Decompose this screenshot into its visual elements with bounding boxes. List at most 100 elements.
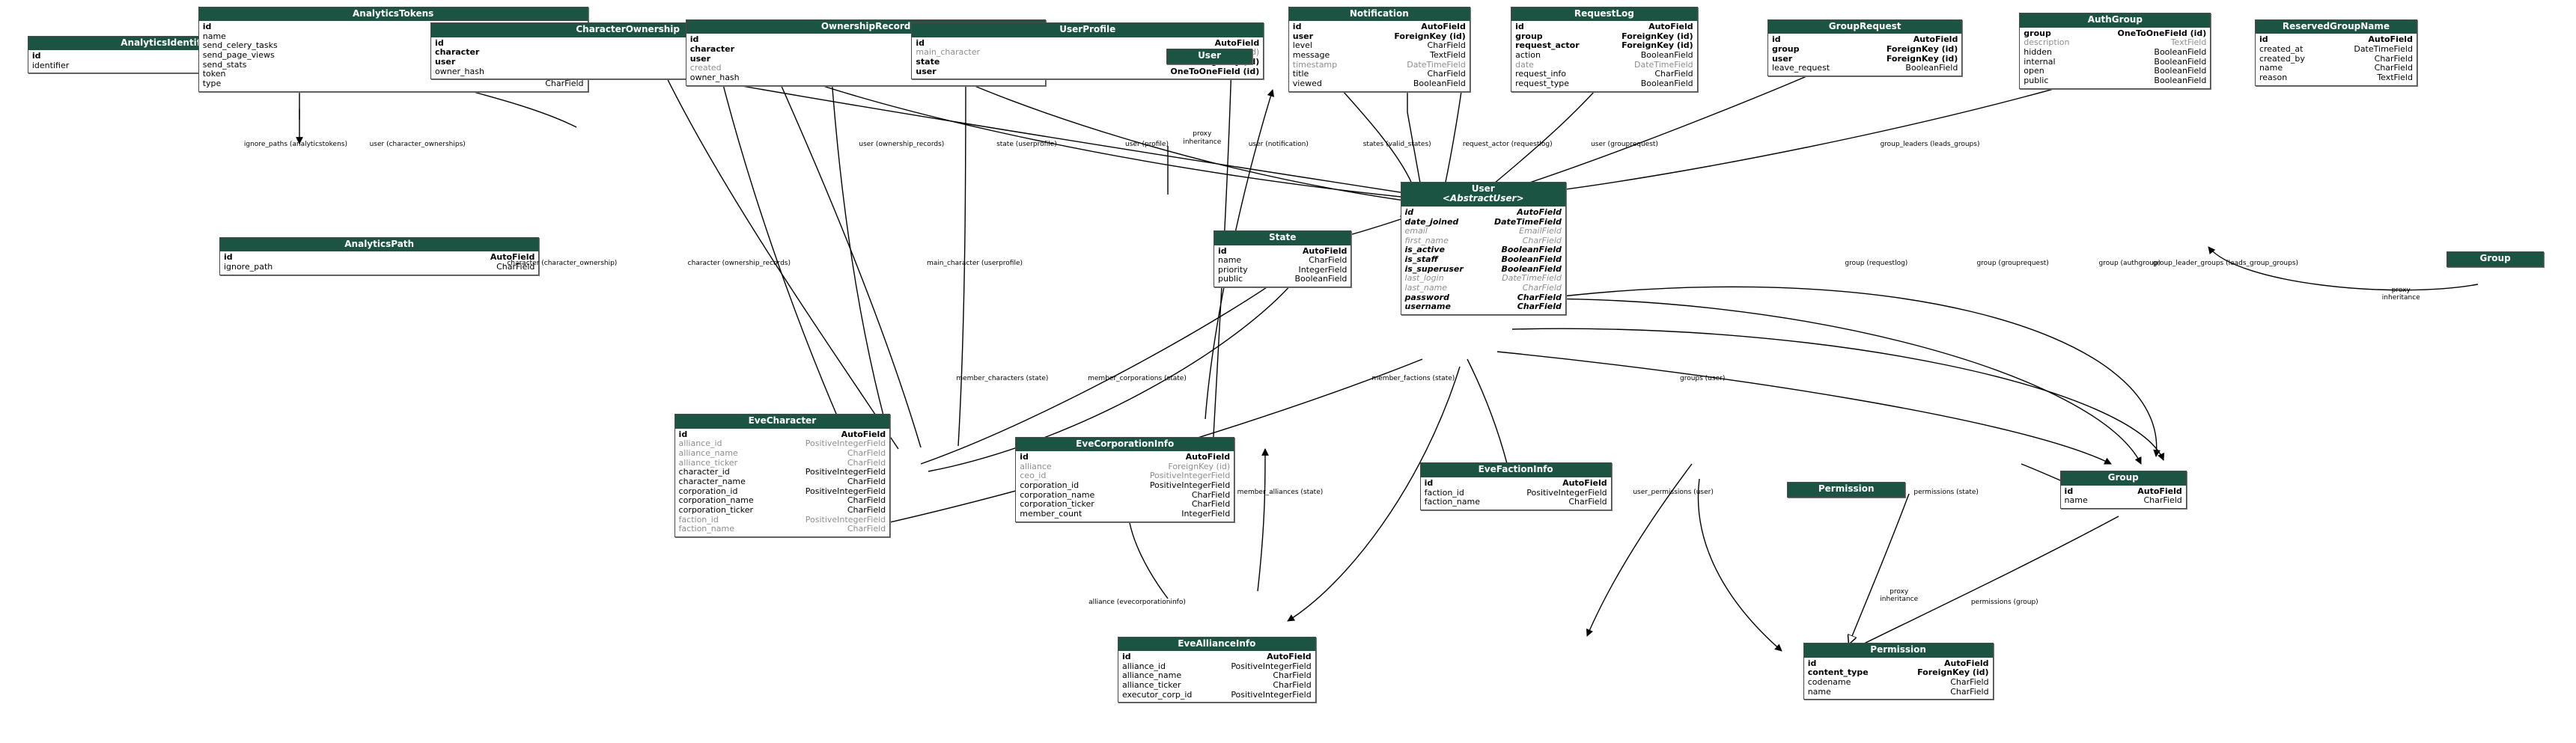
entity-name: ReservedGroupName xyxy=(2282,21,2390,32)
field-name: id xyxy=(1771,34,1781,45)
entity-name: RequestLog xyxy=(1574,7,1634,19)
edge-label: permissions (state) xyxy=(1913,488,1979,496)
field-type: CharField xyxy=(1522,283,1562,293)
field-name: leave_request xyxy=(1771,63,1830,73)
field-name: internal xyxy=(2024,56,2056,67)
field-type: BooleanField xyxy=(1501,263,1562,274)
field-name: level xyxy=(1292,40,1312,51)
edge-label: ignore_paths (analyticstokens) xyxy=(243,141,347,149)
entity-name: AnalyticsIdentifier xyxy=(121,37,214,48)
field-type: AutoField xyxy=(2368,34,2413,45)
field-name: alliance_ticker xyxy=(1121,679,1181,690)
field-name: identifier xyxy=(31,60,70,70)
field-type: BooleanField xyxy=(1640,50,1693,61)
entity-group_plain[interactable]: Group xyxy=(2446,251,2545,267)
entity-name: AnalyticsPath xyxy=(344,238,415,249)
field-name: owner_hash xyxy=(435,66,484,76)
entity-name: Group xyxy=(2479,253,2511,264)
field-name: id xyxy=(223,252,233,263)
field-name: last_name xyxy=(1404,283,1448,293)
entity-userprofile[interactable]: UserProfileidAutoFieldmain_characterOneT… xyxy=(911,22,1264,80)
field-name: id xyxy=(31,51,41,61)
entity-user_plain[interactable]: User xyxy=(1166,49,1253,64)
field-type: CharField xyxy=(1191,499,1231,510)
field-type: AutoField xyxy=(490,252,535,263)
field-name: ignore_path xyxy=(223,261,273,272)
field-name: content_type xyxy=(1807,667,1869,678)
edge-label: group (authgroup) xyxy=(2098,259,2161,267)
field-type: ForeignKey (id) xyxy=(1886,44,1958,55)
field-name: alliance_ticker xyxy=(678,457,738,468)
edge-label: main_character (userprofile) xyxy=(926,259,1023,267)
field-name: group xyxy=(2024,28,2051,38)
field-type: DateTimeField xyxy=(1634,59,1693,70)
edge-label: proxy inheritance xyxy=(1880,588,1919,604)
edge-label: user (notification) xyxy=(1248,141,1309,149)
field-type: ForeignKey (id) xyxy=(1622,40,1693,51)
field-type: CharField xyxy=(847,524,886,534)
field-name: executor_corp_id xyxy=(1121,689,1193,700)
field-name: is_active xyxy=(1404,245,1445,255)
entity-permission_plain[interactable]: Permission xyxy=(1787,482,1906,498)
entity-name: GroupRequest xyxy=(1828,21,1901,32)
field-type: PositiveIntegerField xyxy=(805,514,886,525)
entity-title: Permission xyxy=(1803,643,1993,658)
field-type: TextField xyxy=(1430,50,1466,61)
field-type: ForeignKey (id) xyxy=(1917,667,1989,678)
field-type: AutoField xyxy=(1562,477,1607,488)
field-type: PositiveIntegerField xyxy=(805,438,886,449)
edge-label: groups (user) xyxy=(1679,374,1726,382)
field-name: created_at xyxy=(2259,44,2304,55)
field-type: BooleanField xyxy=(2154,56,2207,67)
field-name: id xyxy=(1404,207,1414,217)
entity-title: AnalyticsTokens xyxy=(198,7,588,22)
field-type: CharField xyxy=(545,78,584,88)
field-type: CharField xyxy=(2374,53,2413,64)
field-type: PositiveIntegerField xyxy=(1149,471,1231,481)
edge-label: states (valid_states) xyxy=(1362,141,1431,149)
field-name: name xyxy=(2259,63,2283,73)
field-type: BooleanField xyxy=(2154,66,2207,76)
field-type: CharField xyxy=(1522,235,1562,245)
field-name: user xyxy=(435,57,456,67)
edge-label: user (ownership_records) xyxy=(859,141,945,149)
field-name: id xyxy=(916,37,925,48)
field-name: alliance_name xyxy=(1121,670,1182,681)
field-row: last_name CharField xyxy=(1404,283,1562,293)
